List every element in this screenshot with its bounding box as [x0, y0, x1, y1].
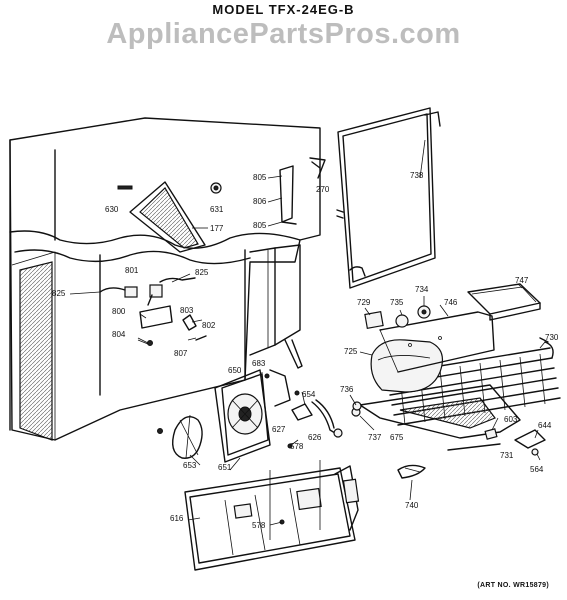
part-label: 653 — [183, 461, 197, 470]
part-label: 730 — [545, 333, 559, 342]
part-label: 564 — [530, 465, 544, 474]
part-label: 801 — [125, 266, 139, 275]
diagram-header: MODEL TFX-24EG-B AppliancePartsPros.com — [0, 0, 567, 52]
part-label: 578 — [290, 442, 304, 451]
control-components — [99, 277, 207, 346]
part-label: 805 — [253, 221, 267, 230]
part-label: 630 — [105, 205, 119, 214]
part-label: 603 — [504, 415, 518, 424]
part-label: 736 — [340, 385, 354, 394]
part-label: 746 — [444, 298, 458, 307]
part-label: 737 — [368, 433, 382, 442]
part-label: 802 — [202, 321, 216, 330]
part-label: 804 — [112, 330, 126, 339]
door-gasket-frame — [336, 107, 441, 289]
part-label: 651 — [218, 463, 232, 472]
fan-motor-assembly — [214, 369, 313, 463]
compressor-assembly — [351, 305, 521, 451]
part-label: 805 — [253, 173, 267, 182]
part-label: 735 — [390, 298, 404, 307]
part-label: 654 — [302, 390, 316, 399]
evaporator-tray — [467, 283, 541, 321]
fan-blade — [157, 414, 203, 459]
part-label: 616 — [170, 514, 184, 523]
part-label: 177 — [210, 224, 224, 233]
part-label: 803 — [180, 306, 194, 315]
part-label: 270 — [316, 185, 330, 194]
small-brackets — [484, 428, 546, 456]
model-title: MODEL TFX-24EG-B — [212, 2, 355, 17]
watermark-text: AppliancePartsPros.com — [106, 18, 461, 50]
electrical-control-panel — [184, 443, 360, 571]
part-label: 740 — [405, 501, 419, 510]
part-label: 683 — [252, 359, 266, 368]
defrost-heater — [311, 399, 343, 438]
part-label: 675 — [390, 433, 404, 442]
part-label: 626 — [308, 433, 322, 442]
part-label: 747 — [515, 276, 529, 285]
part-label: 650 — [228, 366, 242, 375]
part-label: 825 — [195, 268, 209, 277]
part-label: 800 — [112, 307, 126, 316]
part-label: 806 — [253, 197, 267, 206]
art-number: (ART NO. WR15879) — [477, 582, 549, 589]
part-label: 729 — [357, 298, 371, 307]
part-label: 644 — [538, 421, 552, 430]
part-label: 731 — [500, 451, 514, 460]
part-label: 807 — [174, 349, 188, 358]
part-label: 725 — [344, 347, 358, 356]
leader-lines — [69, 139, 546, 526]
part-label: 578 — [252, 521, 266, 530]
cabinet-body — [9, 117, 326, 441]
part-label: 627 — [272, 425, 286, 434]
part-label: 734 — [415, 285, 429, 294]
clip-part — [397, 464, 426, 479]
part-label: 738 — [410, 171, 424, 180]
part-labels: 805 270 738 630 631 806 805 177 801 825 … — [52, 171, 559, 530]
part-label: 631 — [210, 205, 224, 214]
part-label: 825 — [52, 289, 66, 298]
